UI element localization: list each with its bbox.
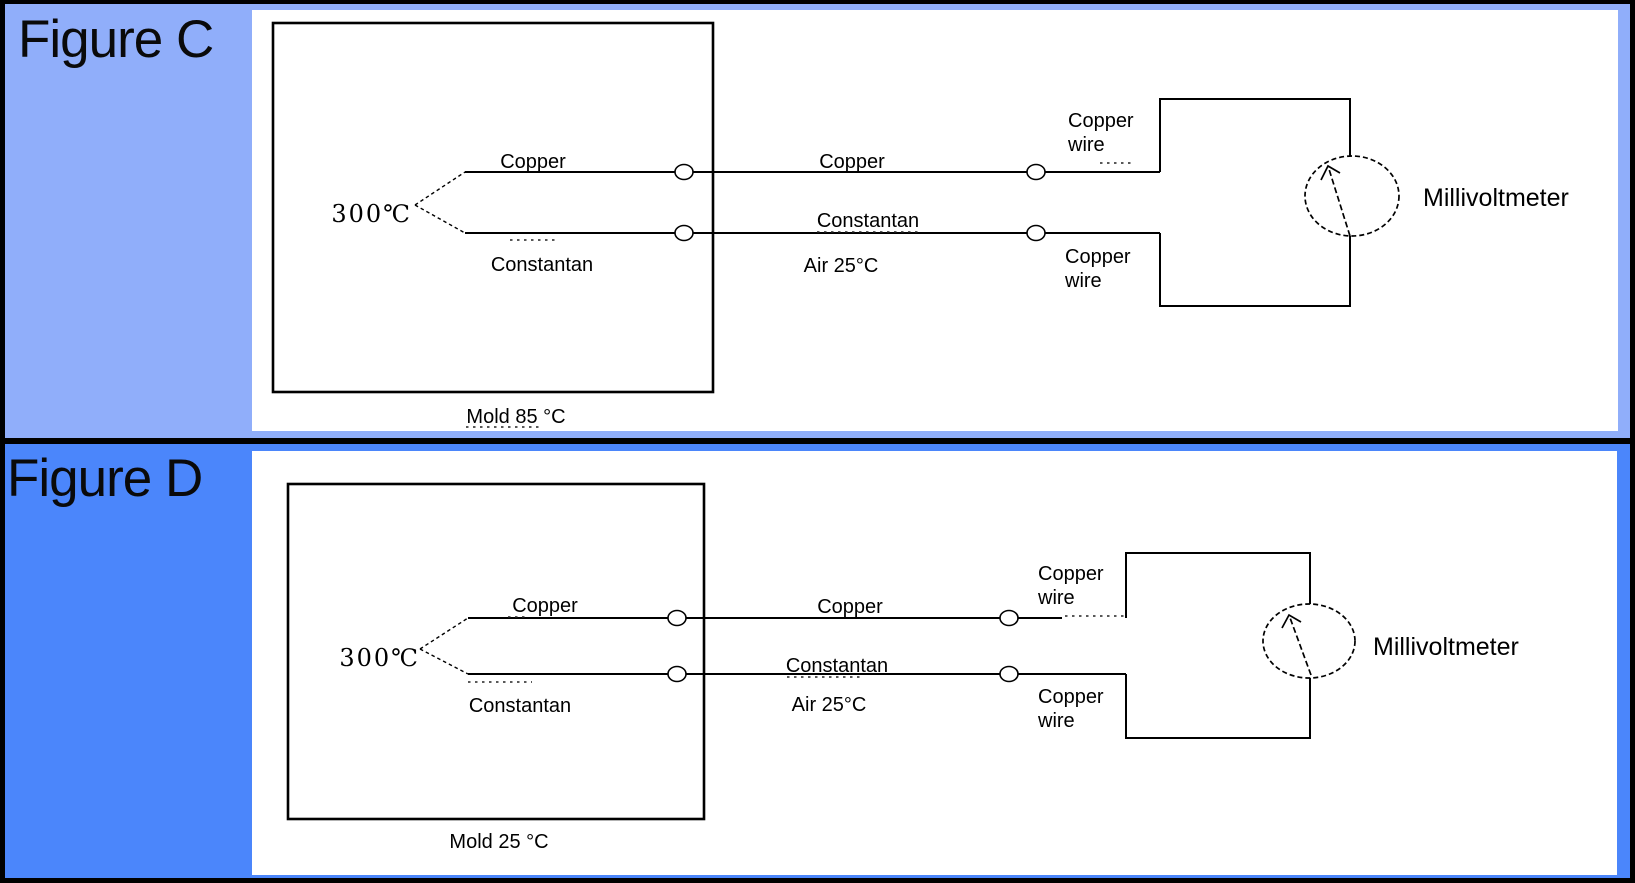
meter-needle-arrowhead: [1320, 164, 1341, 181]
air-constantan-label: Constantan: [817, 210, 919, 232]
junction-lead-bottom: [419, 648, 469, 675]
meter-needle: [1288, 614, 1312, 676]
air-copper-label: Copper: [817, 596, 883, 618]
mold-temp-label: Mold 25 °C: [449, 831, 548, 853]
millivoltmeter-dial-icon: [1304, 155, 1400, 237]
millivoltmeter-label: Millivoltmeter: [1423, 184, 1569, 212]
air-constantan-label: Constantan: [786, 655, 888, 677]
terminal-icon: [1026, 163, 1046, 181]
figure-d-diagram: 300℃ Copper Constantan Copper Constantan…: [286, 482, 1519, 853]
junction-temp-label: 300℃: [339, 644, 420, 672]
terminal-icon: [667, 665, 687, 683]
copper-wire-bottom-label-line2: wire: [1037, 710, 1075, 732]
terminal-icon: [667, 609, 687, 627]
copper-wire-top-label-line1: Copper: [1038, 563, 1104, 585]
junction-temp-label: 300℃: [331, 200, 412, 228]
copper-wire-bottom-label-line1: Copper: [1065, 246, 1131, 268]
figure-c-card: Figure C 30: [5, 4, 1630, 438]
air-temp-label: Air 25°C: [792, 694, 867, 716]
copper-wire-top-label-line1: Copper: [1068, 110, 1134, 132]
mold-copper-label: Copper: [500, 151, 566, 173]
copper-wire-top-label-line2: wire: [1067, 134, 1105, 156]
terminal-icon: [999, 665, 1019, 683]
copper-wire-bottom-label-line2: wire: [1064, 270, 1102, 292]
mold-constantan-label: Constantan: [491, 254, 593, 276]
meter-needle: [1327, 165, 1351, 237]
air-temp-label: Air 25°C: [804, 255, 879, 277]
millivoltmeter-dial-icon: [1262, 603, 1356, 679]
figure-d-panel: 300℃ Copper Constantan Copper Constantan…: [252, 451, 1617, 875]
mold-copper-label: Copper: [512, 595, 578, 617]
figure-c-diagram: 300℃ Copper Constantan Copper Constantan…: [271, 21, 1569, 428]
copper-wire-bottom-label-line1: Copper: [1038, 686, 1104, 708]
terminal-icon: [1026, 224, 1046, 242]
figure-c-title: Figure C: [18, 10, 214, 69]
millivoltmeter-label: Millivoltmeter: [1373, 633, 1519, 661]
terminal-icon: [674, 163, 694, 181]
mold-constantan-label: Constantan: [469, 695, 571, 717]
mold-box: [271, 21, 715, 394]
terminal-icon: [999, 609, 1019, 627]
mold-temp-label: Mold 85 °C: [466, 406, 565, 428]
copper-wire-top-label-line2: wire: [1037, 587, 1075, 609]
air-copper-label: Copper: [819, 151, 885, 173]
junction-lead-top: [419, 617, 469, 650]
figure-c-panel: 300℃ Copper Constantan Copper Constantan…: [252, 10, 1618, 431]
meter-needle-arrowhead: [1281, 613, 1302, 629]
mold-box: [286, 482, 706, 821]
figure-d-card: Figure D 30: [5, 444, 1630, 878]
junction-lead-bottom: [414, 204, 466, 234]
figure-d-title: Figure D: [7, 449, 203, 508]
junction-lead-top: [414, 171, 466, 206]
terminal-icon: [674, 224, 694, 242]
